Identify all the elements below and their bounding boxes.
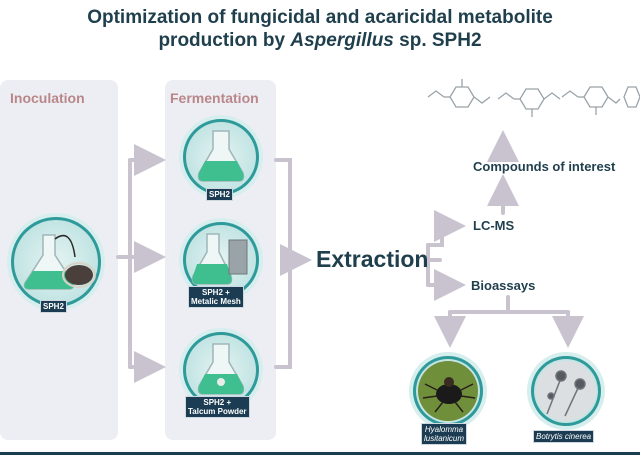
inoculation-label: SPH2 xyxy=(40,300,67,313)
tick-label-line1: Hyalomma xyxy=(424,425,464,434)
compound-structures xyxy=(427,79,640,117)
fermentation-circle-2 xyxy=(183,222,259,298)
fermentation-circle-1 xyxy=(183,119,259,195)
tick-circle xyxy=(413,356,483,426)
flask-with-powder-icon xyxy=(197,343,245,395)
fermentation-label-3-line1: SPH2 + xyxy=(203,398,232,407)
diagram-title-line2: production by Aspergillus sp. SPH2 xyxy=(0,29,640,52)
fungus-label: Botrytis cinerea xyxy=(533,430,595,443)
title-suffix: sp. SPH2 xyxy=(393,30,482,51)
flask-with-culture-icon xyxy=(23,234,96,290)
fungus-icon xyxy=(536,361,596,421)
extraction-heading: Extraction xyxy=(316,246,429,272)
fermentation-label-1: SPH2 xyxy=(206,188,233,201)
diagram-title-line1: Optimization of fungicidal and acaricida… xyxy=(87,7,553,28)
fermentation-circle-3 xyxy=(183,332,259,408)
flask-icon xyxy=(197,130,245,182)
title-genus: Aspergillus xyxy=(290,30,394,51)
fermentation-label-3: SPH2 + Talcum Powder xyxy=(185,396,250,418)
inoculation-flask-circle xyxy=(11,217,101,307)
tick-icon xyxy=(418,361,478,421)
compounds-label: Compounds of interest xyxy=(473,159,616,174)
structure-4-icon xyxy=(623,86,640,108)
bioassays-label: Bioassays xyxy=(471,278,536,293)
inoculation-heading: Inoculation xyxy=(10,90,85,106)
fermentation-label-2: SPH2 + Metalic Mesh xyxy=(188,286,244,308)
fermentation-label-2-line2: Metalic Mesh xyxy=(191,297,241,306)
tick-label-line2: lusitanicum xyxy=(424,434,465,443)
fungus-circle xyxy=(531,356,601,426)
structure-1-icon xyxy=(427,79,491,108)
lcms-label: LC-MS xyxy=(473,218,515,233)
fermentation-label-2-line1: SPH2 + xyxy=(202,288,230,297)
bottom-rule xyxy=(0,452,640,455)
flask-with-mesh-icon xyxy=(191,233,248,285)
structure-2-icon xyxy=(497,88,561,117)
fermentation-label-3-line2: Talcum Powder xyxy=(188,407,247,416)
fermentation-heading: Fermentation xyxy=(170,90,259,106)
tick-label: Hyalomma lusitanicum xyxy=(421,423,468,445)
structure-3-icon xyxy=(561,86,621,115)
fermentation-label-1-line1: SPH2 xyxy=(209,190,230,199)
title-prefix: production by xyxy=(158,30,291,51)
